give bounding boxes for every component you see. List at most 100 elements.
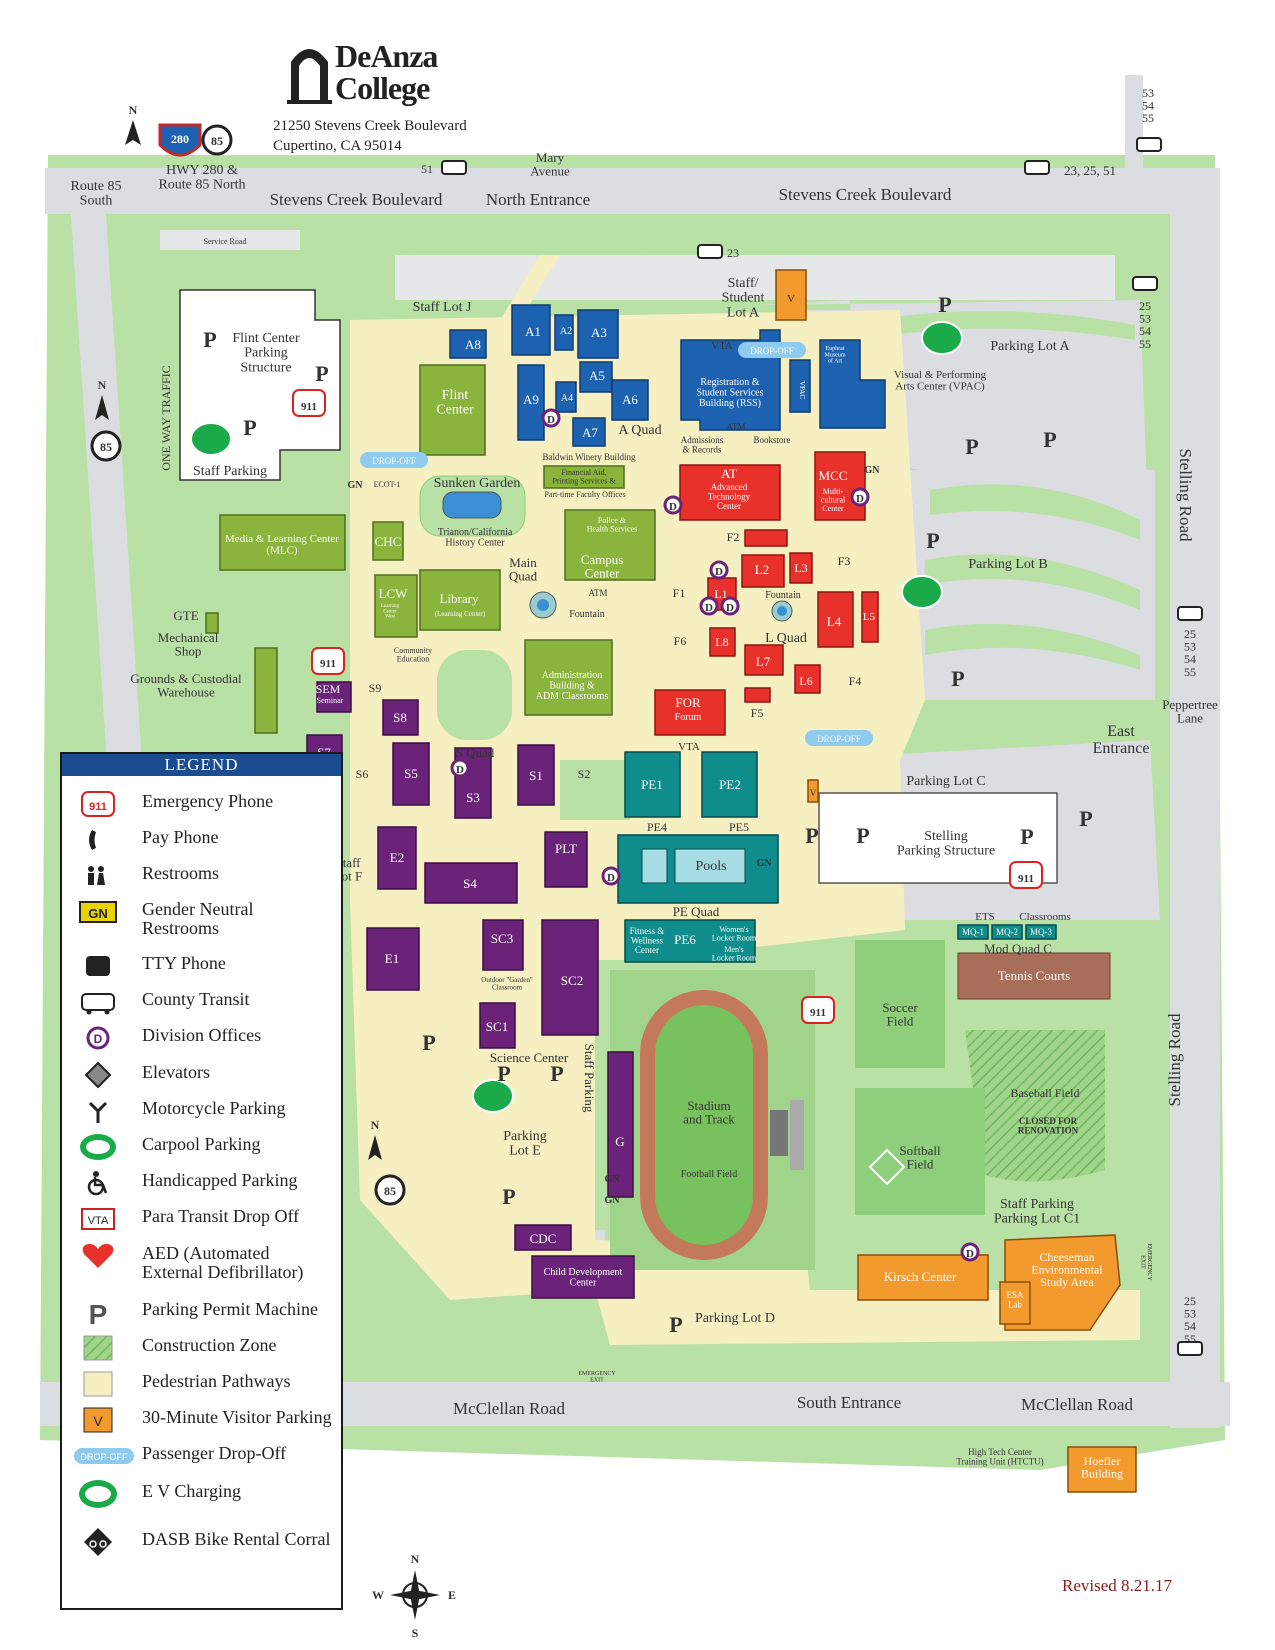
label-d: D [856, 493, 864, 505]
label-d: D [705, 602, 713, 614]
label-sunken-garden: Sunken Garden [434, 476, 521, 491]
label-d: D [607, 872, 615, 884]
legend-item: AED (Automated External Defibrillator) [62, 1238, 341, 1282]
county-transit-markers [441, 137, 1203, 1356]
label-pe-quad: PE Quad [673, 904, 720, 919]
label-part-time: Part-time Faculty Offices [544, 490, 625, 499]
label-sc3: SC3 [491, 931, 513, 946]
label-s8: S8 [393, 710, 407, 725]
label-plt: PLT [555, 841, 577, 856]
label-atm2: ATM [726, 422, 745, 432]
label-north: 51 [421, 162, 433, 176]
label-l2: L2 [755, 562, 769, 577]
label-l6: L6 [799, 674, 812, 688]
svg-text:D: D [94, 1032, 103, 1046]
label-football: Football Field [681, 1169, 737, 1180]
label-vpac-small: VPAC [798, 381, 806, 399]
label-phone911: 911 [810, 1007, 826, 1019]
legend-item-label: Para Transit Drop Off [142, 1206, 300, 1226]
label-tennis: Tennis Courts [998, 968, 1070, 983]
label-phone911: 911 [320, 658, 336, 670]
label-d: D [715, 566, 723, 578]
label-admissions: Admissions& Records [681, 435, 724, 454]
label-s4: S4 [463, 876, 477, 891]
label-police: Police &Health Services [587, 516, 637, 533]
legend-item: Carpool Parking [62, 1129, 341, 1165]
label-v: V [787, 293, 795, 305]
legend-item: County Transit [62, 984, 341, 1020]
label-dropoff: DROP-OFF [817, 734, 861, 744]
label-p: P [926, 528, 939, 553]
legend-item-label: Pedestrian Pathways [142, 1371, 291, 1391]
label-pe4: PE4 [647, 820, 667, 834]
label-fountain-main: Fountain [569, 609, 605, 620]
north-arrow-icon [95, 120, 382, 1160]
label-p: P [243, 415, 256, 440]
label-pe2: PE2 [719, 777, 741, 792]
legend-item: Pedestrian Pathways [62, 1366, 341, 1402]
legend-item: Restrooms [62, 858, 341, 894]
label-stevens-creek-1: Stevens Creek Boulevard [270, 190, 443, 209]
label-mq3: MQ-3 [1030, 927, 1052, 937]
label-a6: A6 [622, 392, 638, 407]
label-lot-c: Parking Lot C [906, 774, 985, 789]
legend-item-label: Division Offices [142, 1025, 262, 1045]
label-a1: A1 [525, 324, 541, 339]
label-stevens-creek-2: Stevens Creek Boulevard [779, 185, 952, 204]
label-s: S [412, 1626, 419, 1640]
label-a8: A8 [465, 337, 481, 352]
route-85-shields [90, 124, 406, 1206]
label-s1: S1 [529, 768, 543, 783]
label-staff-parking-flint: Staff Parking [193, 464, 267, 479]
lot-islands [400, 225, 1140, 670]
label-lot-d: Parking Lot D [695, 1311, 775, 1326]
label-ecot: ECOT-1 [374, 480, 401, 489]
legend-item-label: 30-Minute Visitor Parking [142, 1407, 332, 1427]
label-gn: GN [605, 1195, 621, 1206]
label-p: P [315, 361, 328, 386]
legend-item-label: AED (Automated External Defibrillator) [142, 1243, 304, 1282]
emergency-phone-icon: 911 [76, 788, 120, 820]
label-gn: GN [348, 480, 364, 491]
label-staff-parking-g: Staff Parking [582, 1044, 597, 1113]
orange-buildings [775, 269, 1137, 1493]
label-stelling-1: Stelling Road [1176, 448, 1195, 542]
label-p: P [502, 1184, 515, 1209]
revised-date: Revised 8.21.17 [1062, 1576, 1173, 1595]
legend-item: E V Charging [62, 1476, 341, 1512]
label-a-quad: A Quad [618, 423, 661, 438]
label-l5: L5 [863, 611, 876, 623]
label-a9: A9 [523, 392, 539, 407]
pathway-icon [76, 1368, 120, 1400]
label-hwy-280: HWY 280 &Route 85 North [158, 163, 245, 193]
pay-phone-icon [76, 824, 120, 856]
label-for: FOR [675, 695, 701, 710]
label-phone911: 911 [1018, 873, 1034, 885]
address-line2: Cupertino, CA 95014 [273, 138, 402, 154]
label-s9: S9 [369, 681, 382, 695]
label-top-right-2: 23, 25, 51 [1064, 163, 1116, 178]
carpool-icon [76, 1131, 120, 1163]
label-mcclellan-1: McClellan Road [453, 1399, 565, 1418]
label-lcw: LCW [379, 586, 409, 601]
logo-arch-icon [287, 49, 332, 104]
svg-text:GN: GN [88, 906, 108, 921]
interstate-280-shield [158, 123, 202, 157]
ev-charging-marker [901, 575, 943, 609]
